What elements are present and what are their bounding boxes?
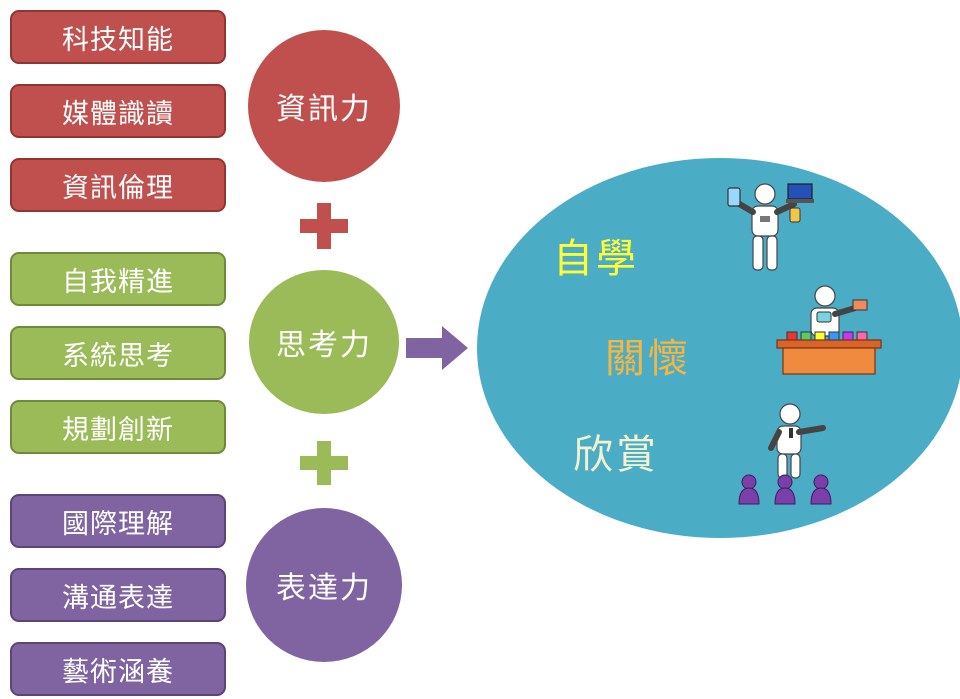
skill-box-info-ethics: 資訊倫理 [10, 158, 226, 212]
skill-label: 媒體識讀 [62, 98, 174, 130]
circle-expression-power: 表達力 [246, 508, 402, 662]
skill-box-art-appreciation: 藝術涵養 [10, 642, 226, 696]
plus-icon [300, 441, 348, 485]
skill-box-self-improvement: 自我精進 [10, 252, 226, 306]
skill-box-systems-thinking: 系統思考 [10, 326, 226, 380]
skill-box-planning-innovation: 規劃創新 [10, 400, 226, 454]
outcome-label-self-study: 自學 [553, 236, 639, 282]
plus-icon [300, 203, 348, 249]
circle-thinking-power: 思考力 [249, 270, 399, 414]
appreciation-figure-icon [738, 403, 832, 505]
self-study-figure-icon [727, 183, 814, 271]
skill-box-communication: 溝通表達 [10, 568, 226, 622]
skill-label: 系統思考 [62, 340, 174, 372]
skill-box-media-literacy: 媒體識讀 [10, 84, 226, 138]
skill-box-global-understanding: 國際理解 [10, 494, 226, 548]
skill-label: 規劃創新 [62, 414, 174, 446]
skill-label: 溝通表達 [62, 582, 174, 614]
outcome-label-appreciation: 欣賞 [573, 432, 659, 478]
skill-label: 資訊倫理 [62, 172, 174, 204]
skill-label: 科技知能 [62, 24, 174, 56]
right-arrow-icon [406, 326, 468, 370]
skill-label: 自我精進 [62, 266, 174, 298]
circle-information-power: 資訊力 [248, 30, 400, 182]
caring-figure-icon [776, 285, 882, 375]
outcome-label-caring: 關懷 [605, 336, 691, 382]
skill-label: 藝術涵養 [62, 656, 174, 688]
circle-label: 表達力 [276, 571, 372, 606]
circle-label: 思考力 [276, 328, 372, 363]
skill-box-tech-literacy: 科技知能 [10, 10, 226, 64]
outcome-ellipse [477, 158, 960, 538]
circle-label: 資訊力 [276, 92, 372, 127]
skill-label: 國際理解 [62, 508, 174, 540]
